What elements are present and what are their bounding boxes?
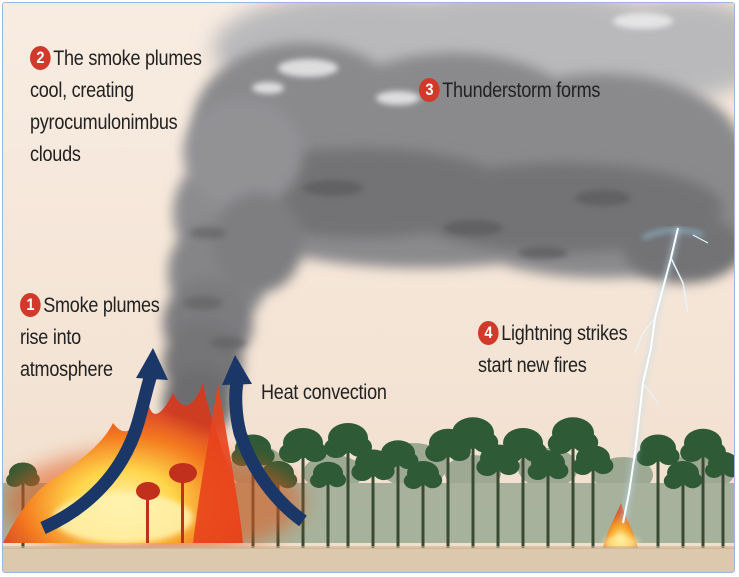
step-3-badge: 3 [419,78,440,102]
tree-trunk [681,473,685,548]
tree-crown [499,428,547,463]
tree-crown [403,461,443,489]
step-1-badge: 1 [20,293,41,317]
tree-trunk [301,443,305,548]
tree-crown [705,451,734,478]
step-1-line-3: atmosphere [20,358,113,381]
storm-cloud [193,3,734,283]
tree-trunk [571,433,575,548]
step-2-line-2: cool, creating [30,79,134,102]
step-2-line-1: The smoke plumes [53,47,202,70]
tree-trunk [421,473,425,548]
wildfire-thunderstorm-illustration [3,3,734,572]
tree-crown [636,434,680,466]
tree-crown [527,450,569,480]
step-1-line-2: rise into [20,326,81,349]
tree-trunk [591,458,595,548]
step-4-line-2: start new fires [478,354,587,377]
heat-convection-text: Heat convection [261,381,387,404]
tree-trunk [326,473,330,548]
tree-crown [324,423,372,458]
tree-trunk [521,443,525,548]
tree-crown [572,445,614,475]
step-4-badge: 4 [478,321,499,345]
step-4-line-1: Lightning strikes [501,322,628,345]
tree-trunk [446,443,450,548]
step-2-line-3: pyrocumulonimbus [30,111,178,134]
tree-crown [663,461,703,489]
step-3-line-1: Thunderstorm forms [442,79,601,102]
tree-crown [547,417,599,454]
ground [3,548,734,572]
step-1-line-1: Smoke plumes [43,294,160,317]
tree-crown [279,428,327,463]
step-2-badge: 2 [30,46,51,70]
tree-trunk [346,438,350,548]
tree-trunk [701,443,705,548]
tree-trunk [371,463,375,548]
tree-trunk [546,463,550,548]
heat-convection-label: Heat convection [261,377,387,409]
tree-trunk [721,463,725,548]
step-2-line-4: clouds [30,143,81,166]
tree-trunk [496,458,500,548]
tree-trunk [656,448,660,548]
convection-arrows [40,348,307,534]
tree-trunk [396,453,400,548]
lightning-bolt [620,227,709,524]
tree-trunk [471,433,475,548]
tree-crown [310,461,346,488]
